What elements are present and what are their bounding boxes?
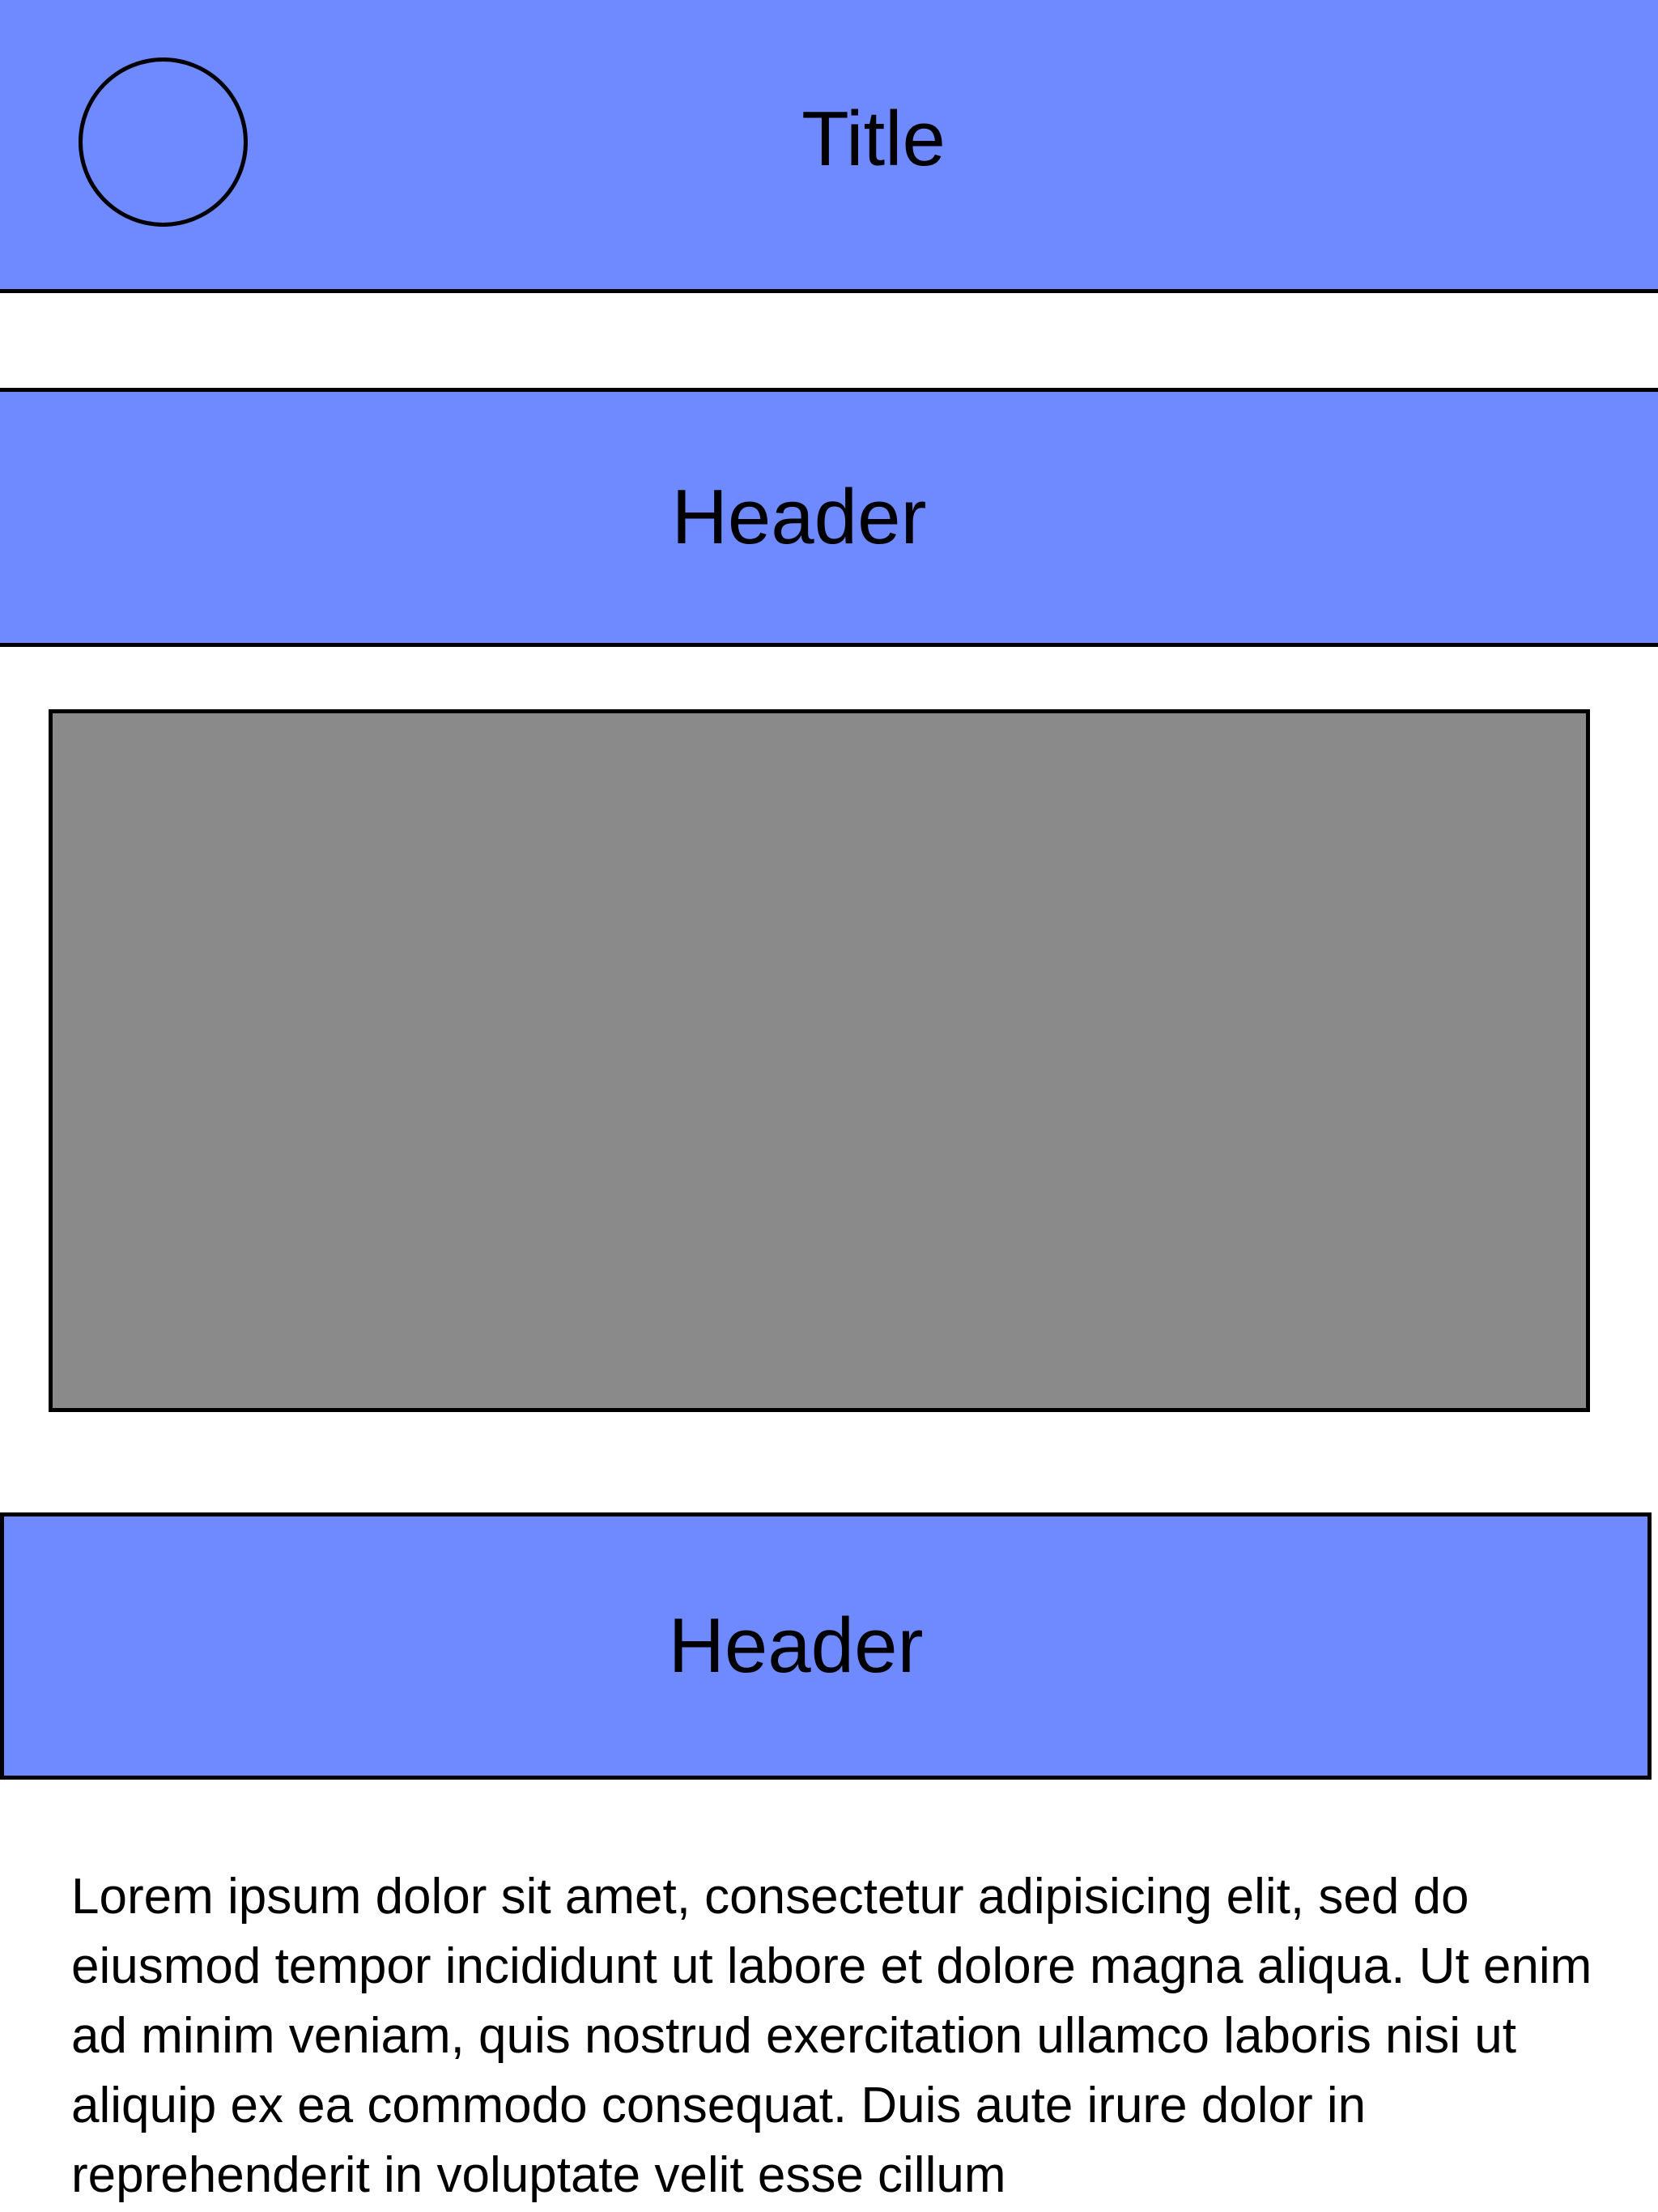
section-header-1: Header	[0, 388, 1658, 647]
section-header-2: Header	[0, 1512, 1652, 1780]
body-paragraph: Lorem ipsum dolor sit amet, consectetur …	[71, 1869, 1592, 2203]
image-placeholder	[49, 709, 1590, 1412]
section-header-label: Header	[668, 1602, 924, 1689]
page-title: Title	[801, 96, 946, 182]
circle-avatar-icon[interactable]	[79, 57, 248, 227]
title-bar: Title	[0, 0, 1658, 293]
section-header-label: Header	[671, 474, 927, 560]
